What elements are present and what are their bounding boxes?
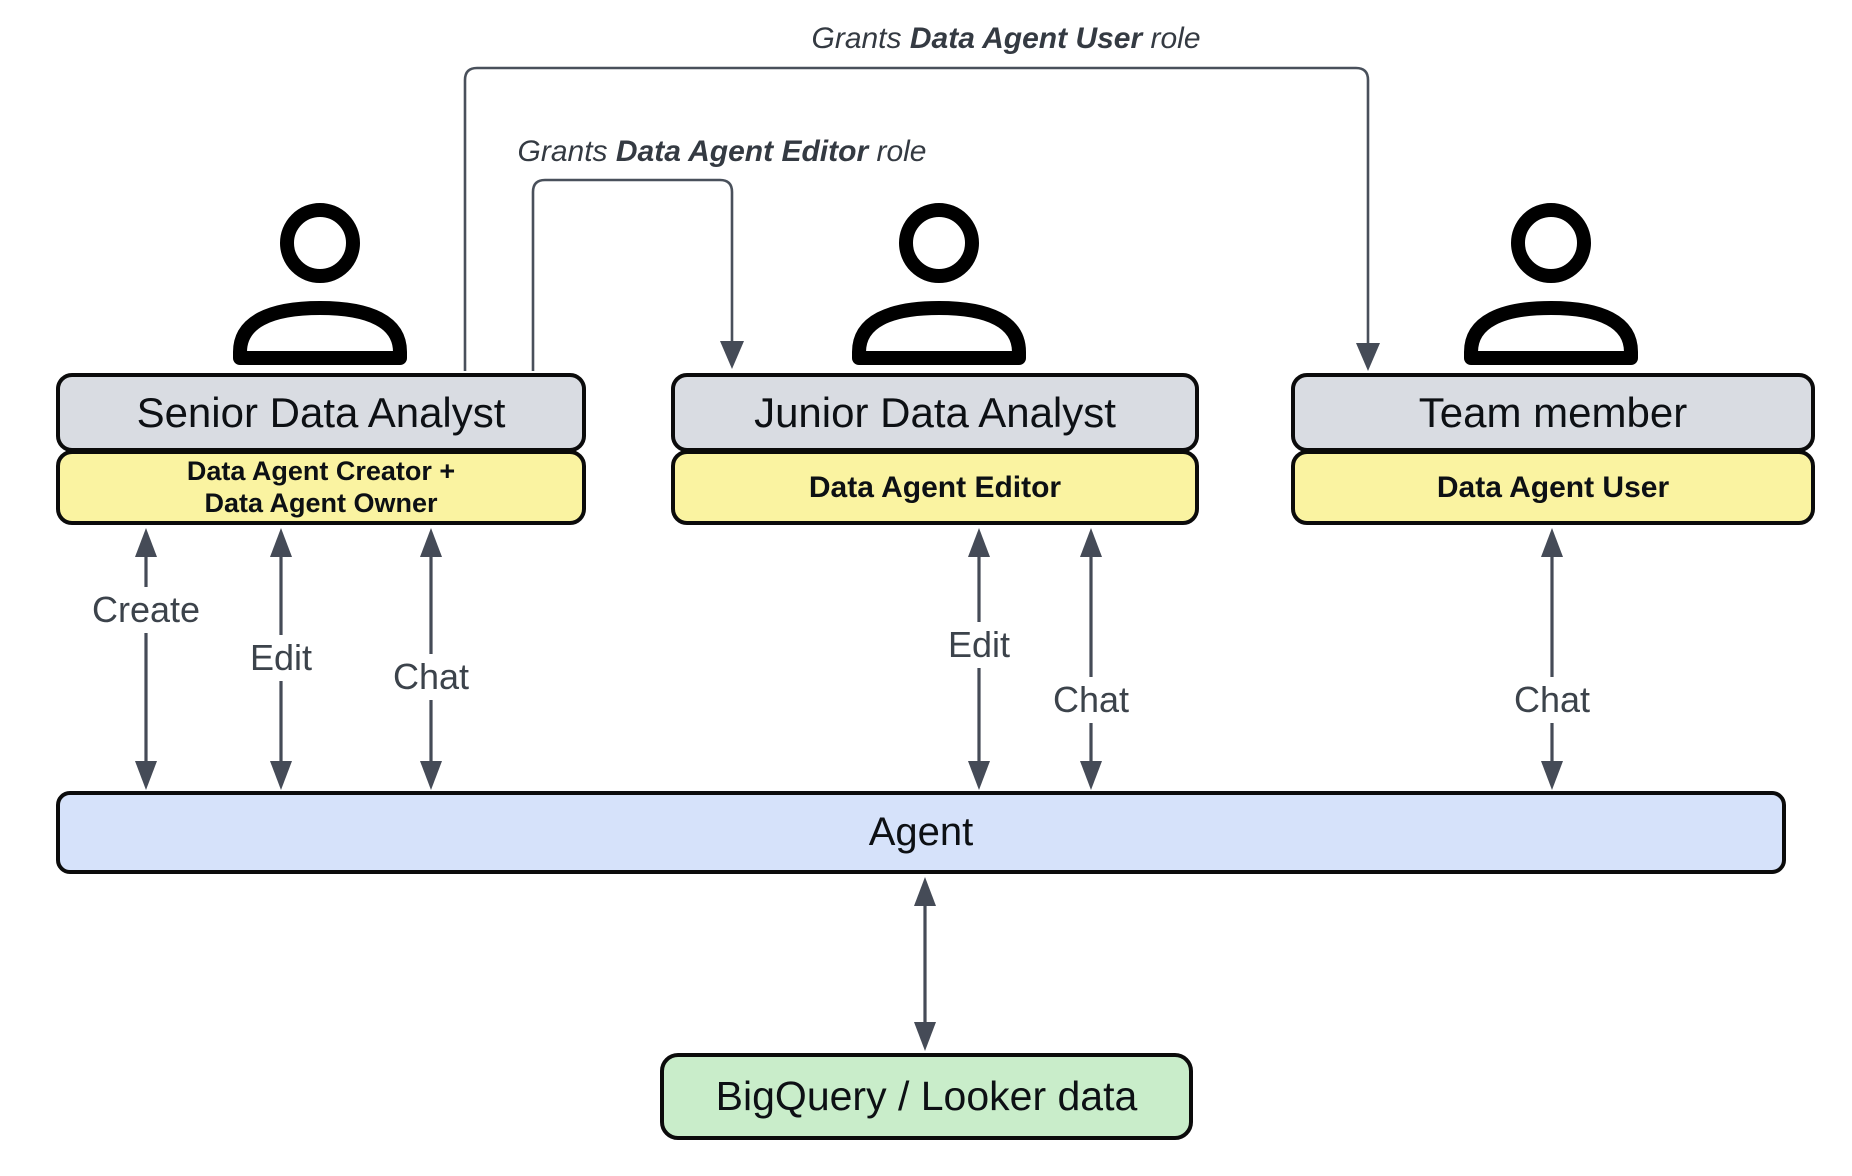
arrow-chat-team — [1541, 528, 1563, 790]
grant-user-role-name: Data Agent User — [909, 22, 1143, 55]
role-line-1: Data Agent Creator + — [186, 455, 456, 486]
action-label-edit-senior: Edit — [241, 635, 321, 681]
action-label-edit-junior: Edit — [939, 622, 1019, 668]
person-icon-junior — [852, 203, 1026, 365]
arrowhead-down-icon — [720, 341, 744, 369]
grant-user-connector — [463, 66, 1380, 371]
role-box-junior: Data Agent Editor — [671, 450, 1199, 525]
person-icon-team — [1464, 203, 1638, 365]
grant-editor-suffix: role — [868, 135, 927, 168]
grant-editor-label: Grants Data Agent Editor role — [511, 135, 933, 169]
arrowhead-down-icon — [1356, 343, 1380, 371]
role-box-team: Data Agent User — [1291, 450, 1815, 525]
grant-editor-prefix: Grants — [517, 135, 616, 168]
grant-editor-role-name: Data Agent Editor — [615, 135, 869, 168]
arrow-chat-junior — [1080, 528, 1102, 790]
action-label-chat-junior: Chat — [1044, 677, 1138, 723]
actor-box-junior-data-analyst: Junior Data Analyst — [671, 373, 1199, 452]
actor-box-senior-data-analyst: Senior Data Analyst — [56, 373, 586, 452]
datasource-box: BigQuery / Looker data — [660, 1053, 1193, 1140]
actor-title: Junior Data Analyst — [754, 388, 1116, 436]
arrow-agent-datasource — [914, 877, 936, 1051]
arrow-create-senior — [135, 528, 157, 790]
grant-user-prefix: Grants — [811, 22, 910, 55]
agent-label: Agent — [868, 810, 974, 854]
datasource-label: BigQuery / Looker data — [715, 1073, 1138, 1119]
agent-bar: Agent — [56, 791, 1786, 874]
role-line-2: Data Agent Owner — [204, 487, 438, 518]
role-line-1: Data Agent Editor — [808, 470, 1062, 504]
grant-editor-connector — [531, 178, 744, 371]
person-icon-senior — [233, 203, 407, 365]
action-label-create-senior: Create — [83, 587, 209, 633]
grant-user-suffix: role — [1142, 22, 1201, 55]
role-line-1: Data Agent User — [1436, 470, 1670, 504]
role-box-senior: Data Agent Creator + Data Agent Owner — [56, 450, 586, 525]
actor-title: Senior Data Analyst — [136, 388, 506, 436]
actor-title: Team member — [1418, 388, 1688, 436]
action-label-chat-senior: Chat — [384, 654, 478, 700]
grant-user-label: Grants Data Agent User role — [805, 22, 1207, 56]
action-label-chat-team: Chat — [1505, 677, 1599, 723]
actor-box-team-member: Team member — [1291, 373, 1815, 452]
